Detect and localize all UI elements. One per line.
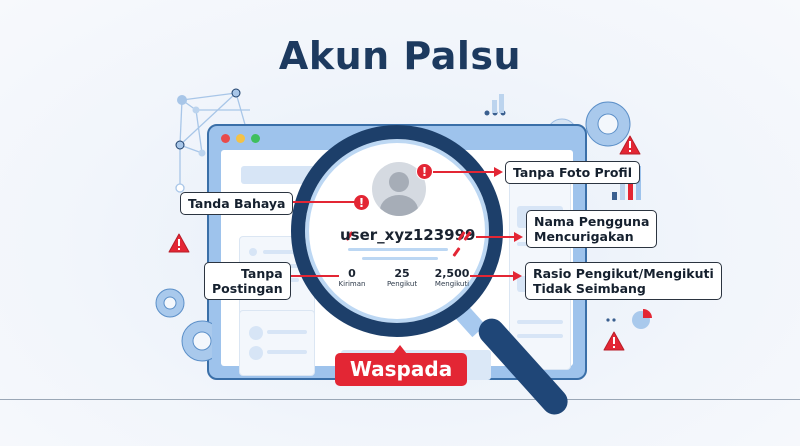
callout-unbalanced-ratio: Rasio Pengikut/Mengikuti Tidak Seimbang <box>525 262 722 300</box>
close-dot <box>221 134 230 143</box>
stat-value: 0 <box>348 267 356 280</box>
stat-value: 25 <box>394 267 410 280</box>
username: user_xyz123999 <box>340 226 476 244</box>
warning-triangle-icon <box>619 135 641 155</box>
stat-posts: 0 Kiriman <box>326 267 378 288</box>
alert-icon: ! <box>353 194 370 211</box>
page-title: Akun Palsu <box>278 34 522 78</box>
minimize-dot <box>236 134 245 143</box>
badge-pointer <box>393 345 407 354</box>
stat-label: Kiriman <box>338 280 366 288</box>
callout-line: Tidak Seimbang <box>533 281 646 296</box>
callout-line: Tanpa <box>241 266 283 281</box>
callout-line: Rasio Pengikut/Mengikuti <box>533 266 714 281</box>
bar-chart-icon <box>612 166 641 200</box>
callout-suspicious-username: Nama Pengguna Mencurigakan <box>526 210 658 248</box>
gear-icon <box>155 288 212 362</box>
callout-line: Mencurigakan <box>534 229 634 244</box>
stat-followers: 25 Pengikut <box>376 267 428 288</box>
maximize-dot <box>251 134 260 143</box>
callout-no-posts: Tanpa Postingan <box>204 262 291 300</box>
warning-triangle-icon <box>168 233 190 253</box>
callout-no-profile-photo: Tanpa Foto Profil <box>505 161 640 184</box>
stat-label: Mengikuti <box>434 280 470 288</box>
warning-triangle-icon <box>603 331 625 351</box>
stat-following: 2,500 Mengikuti <box>426 267 478 288</box>
alert-icon: ! <box>416 163 433 180</box>
callout-line: Nama Pengguna <box>534 214 650 229</box>
bar-chart-icon <box>484 94 506 116</box>
stat-label: Pengikut <box>386 280 418 288</box>
stat-value: 2,500 <box>434 267 470 280</box>
ground-line <box>0 399 800 400</box>
callout-red-flag: Tanda Bahaya <box>180 192 294 215</box>
network-icon <box>175 88 250 193</box>
pie-chart-icon <box>606 309 652 329</box>
warning-badge: Waspada <box>335 353 467 386</box>
callout-line: Postingan <box>212 281 283 296</box>
